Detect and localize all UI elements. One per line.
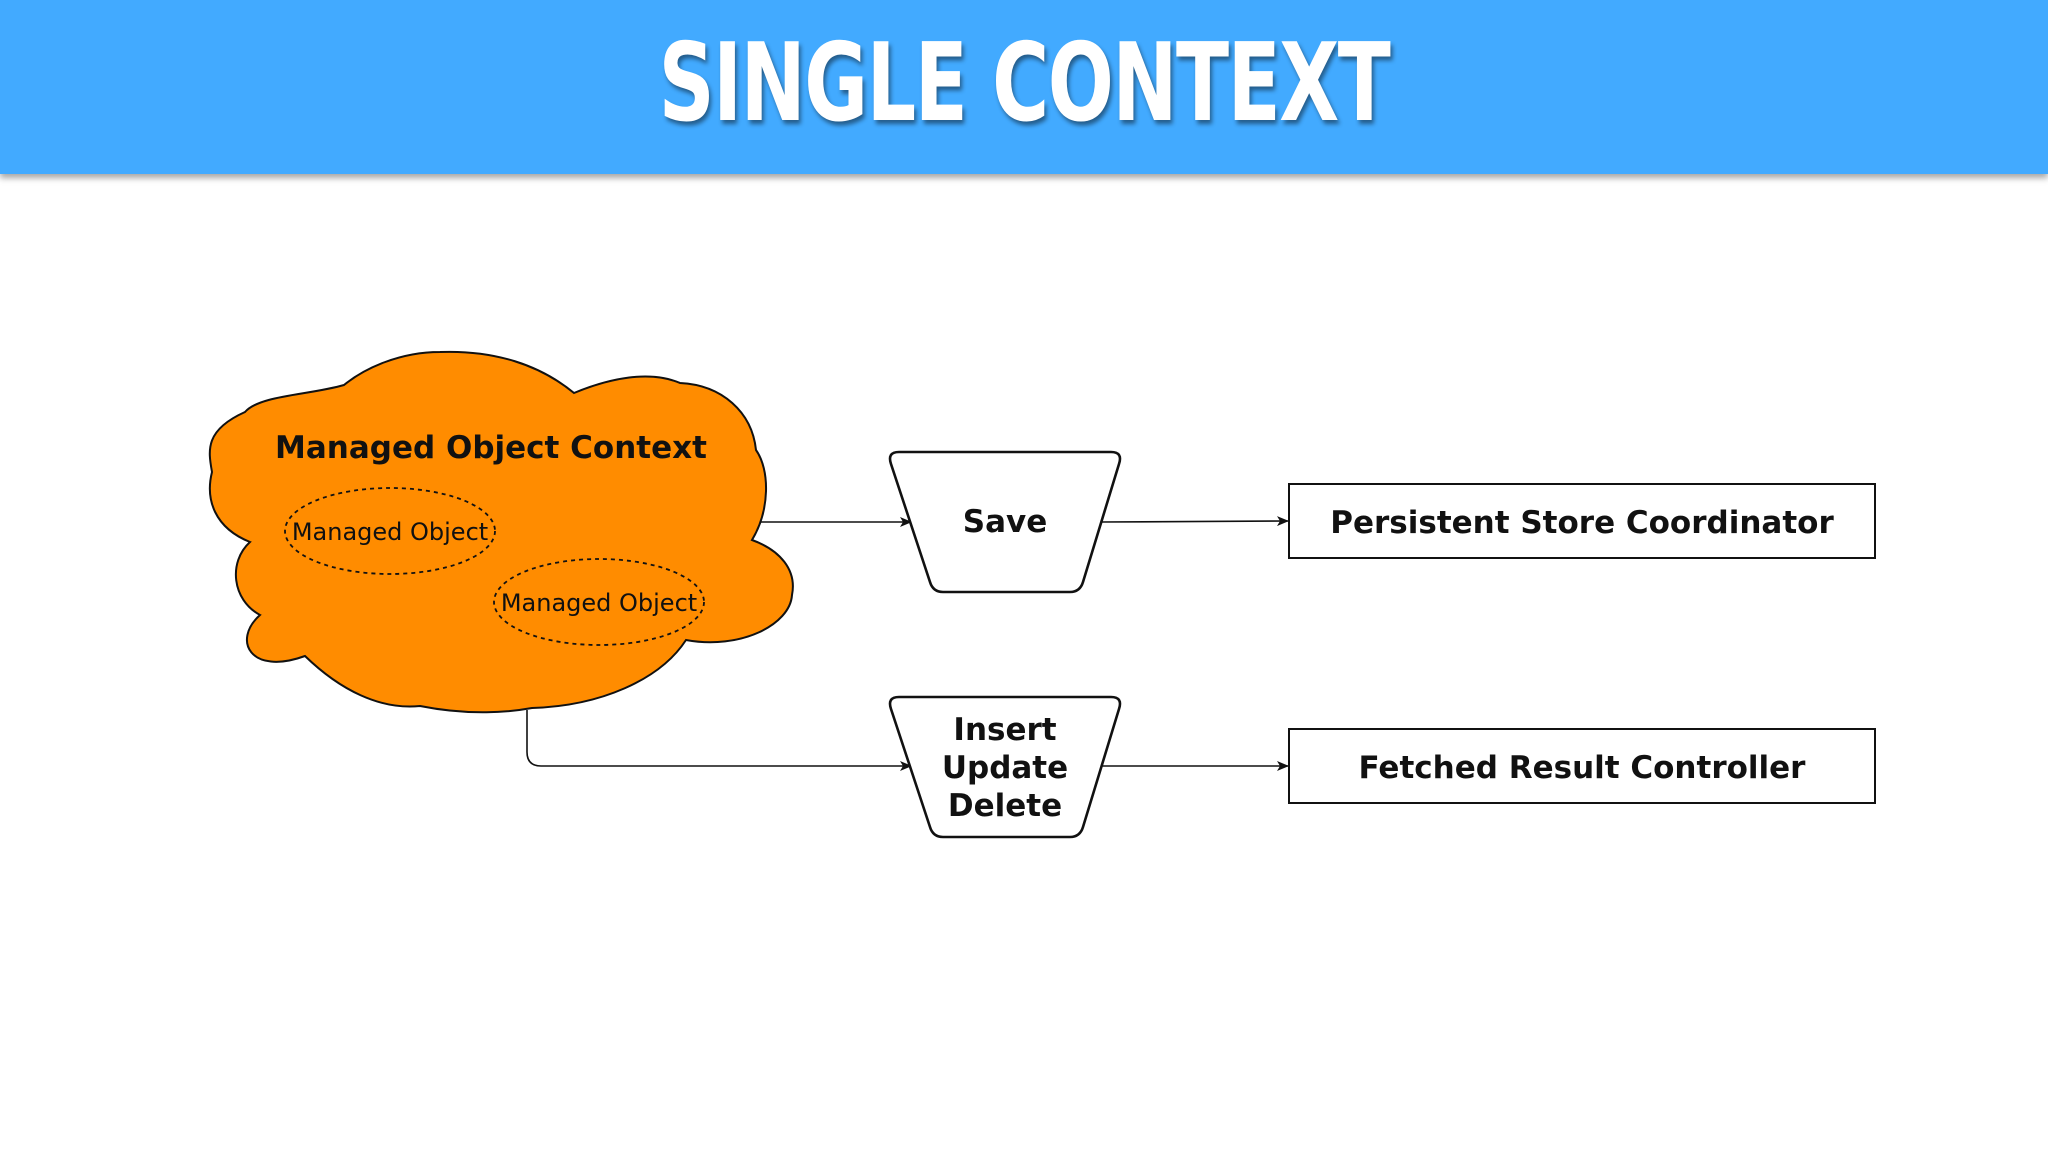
change-step: Insert Update Delete (888, 695, 1122, 839)
save-label: Save (963, 504, 1047, 540)
persistent-store-coordinator-box: Persistent Store Coordinator (1288, 483, 1876, 559)
change-trapezoid (888, 695, 1122, 839)
persistent-store-label: Persistent Store Coordinator (1330, 505, 1834, 541)
managed-object-label-1: Managed Object (292, 518, 488, 546)
connector-context-to-changes (526, 710, 912, 771)
connector-save-to-store (1099, 516, 1289, 527)
save-trapezoid (888, 450, 1122, 594)
update-label: Update (942, 750, 1068, 786)
slide-title: SINGLE CONTEXT (658, 21, 1391, 146)
managed-object-label-2: Managed Object (501, 589, 697, 617)
title-bar: SINGLE CONTEXT (0, 0, 2048, 174)
delete-label: Delete (948, 788, 1062, 824)
cloud-shape (208, 350, 794, 714)
context-label: Managed Object Context (275, 430, 707, 466)
fetched-result-rect (1288, 728, 1876, 804)
fetched-result-controller-box: Fetched Result Controller (1288, 728, 1876, 804)
managed-object-ellipse-1 (284, 487, 496, 575)
persistent-store-rect (1288, 483, 1876, 559)
fetched-result-label: Fetched Result Controller (1359, 750, 1807, 786)
insert-label: Insert (953, 712, 1056, 748)
managed-object-ellipse-2 (493, 558, 705, 646)
save-step: Save (888, 450, 1122, 594)
managed-object-context-cloud: Managed Object Context Managed Object Ma… (208, 350, 794, 714)
